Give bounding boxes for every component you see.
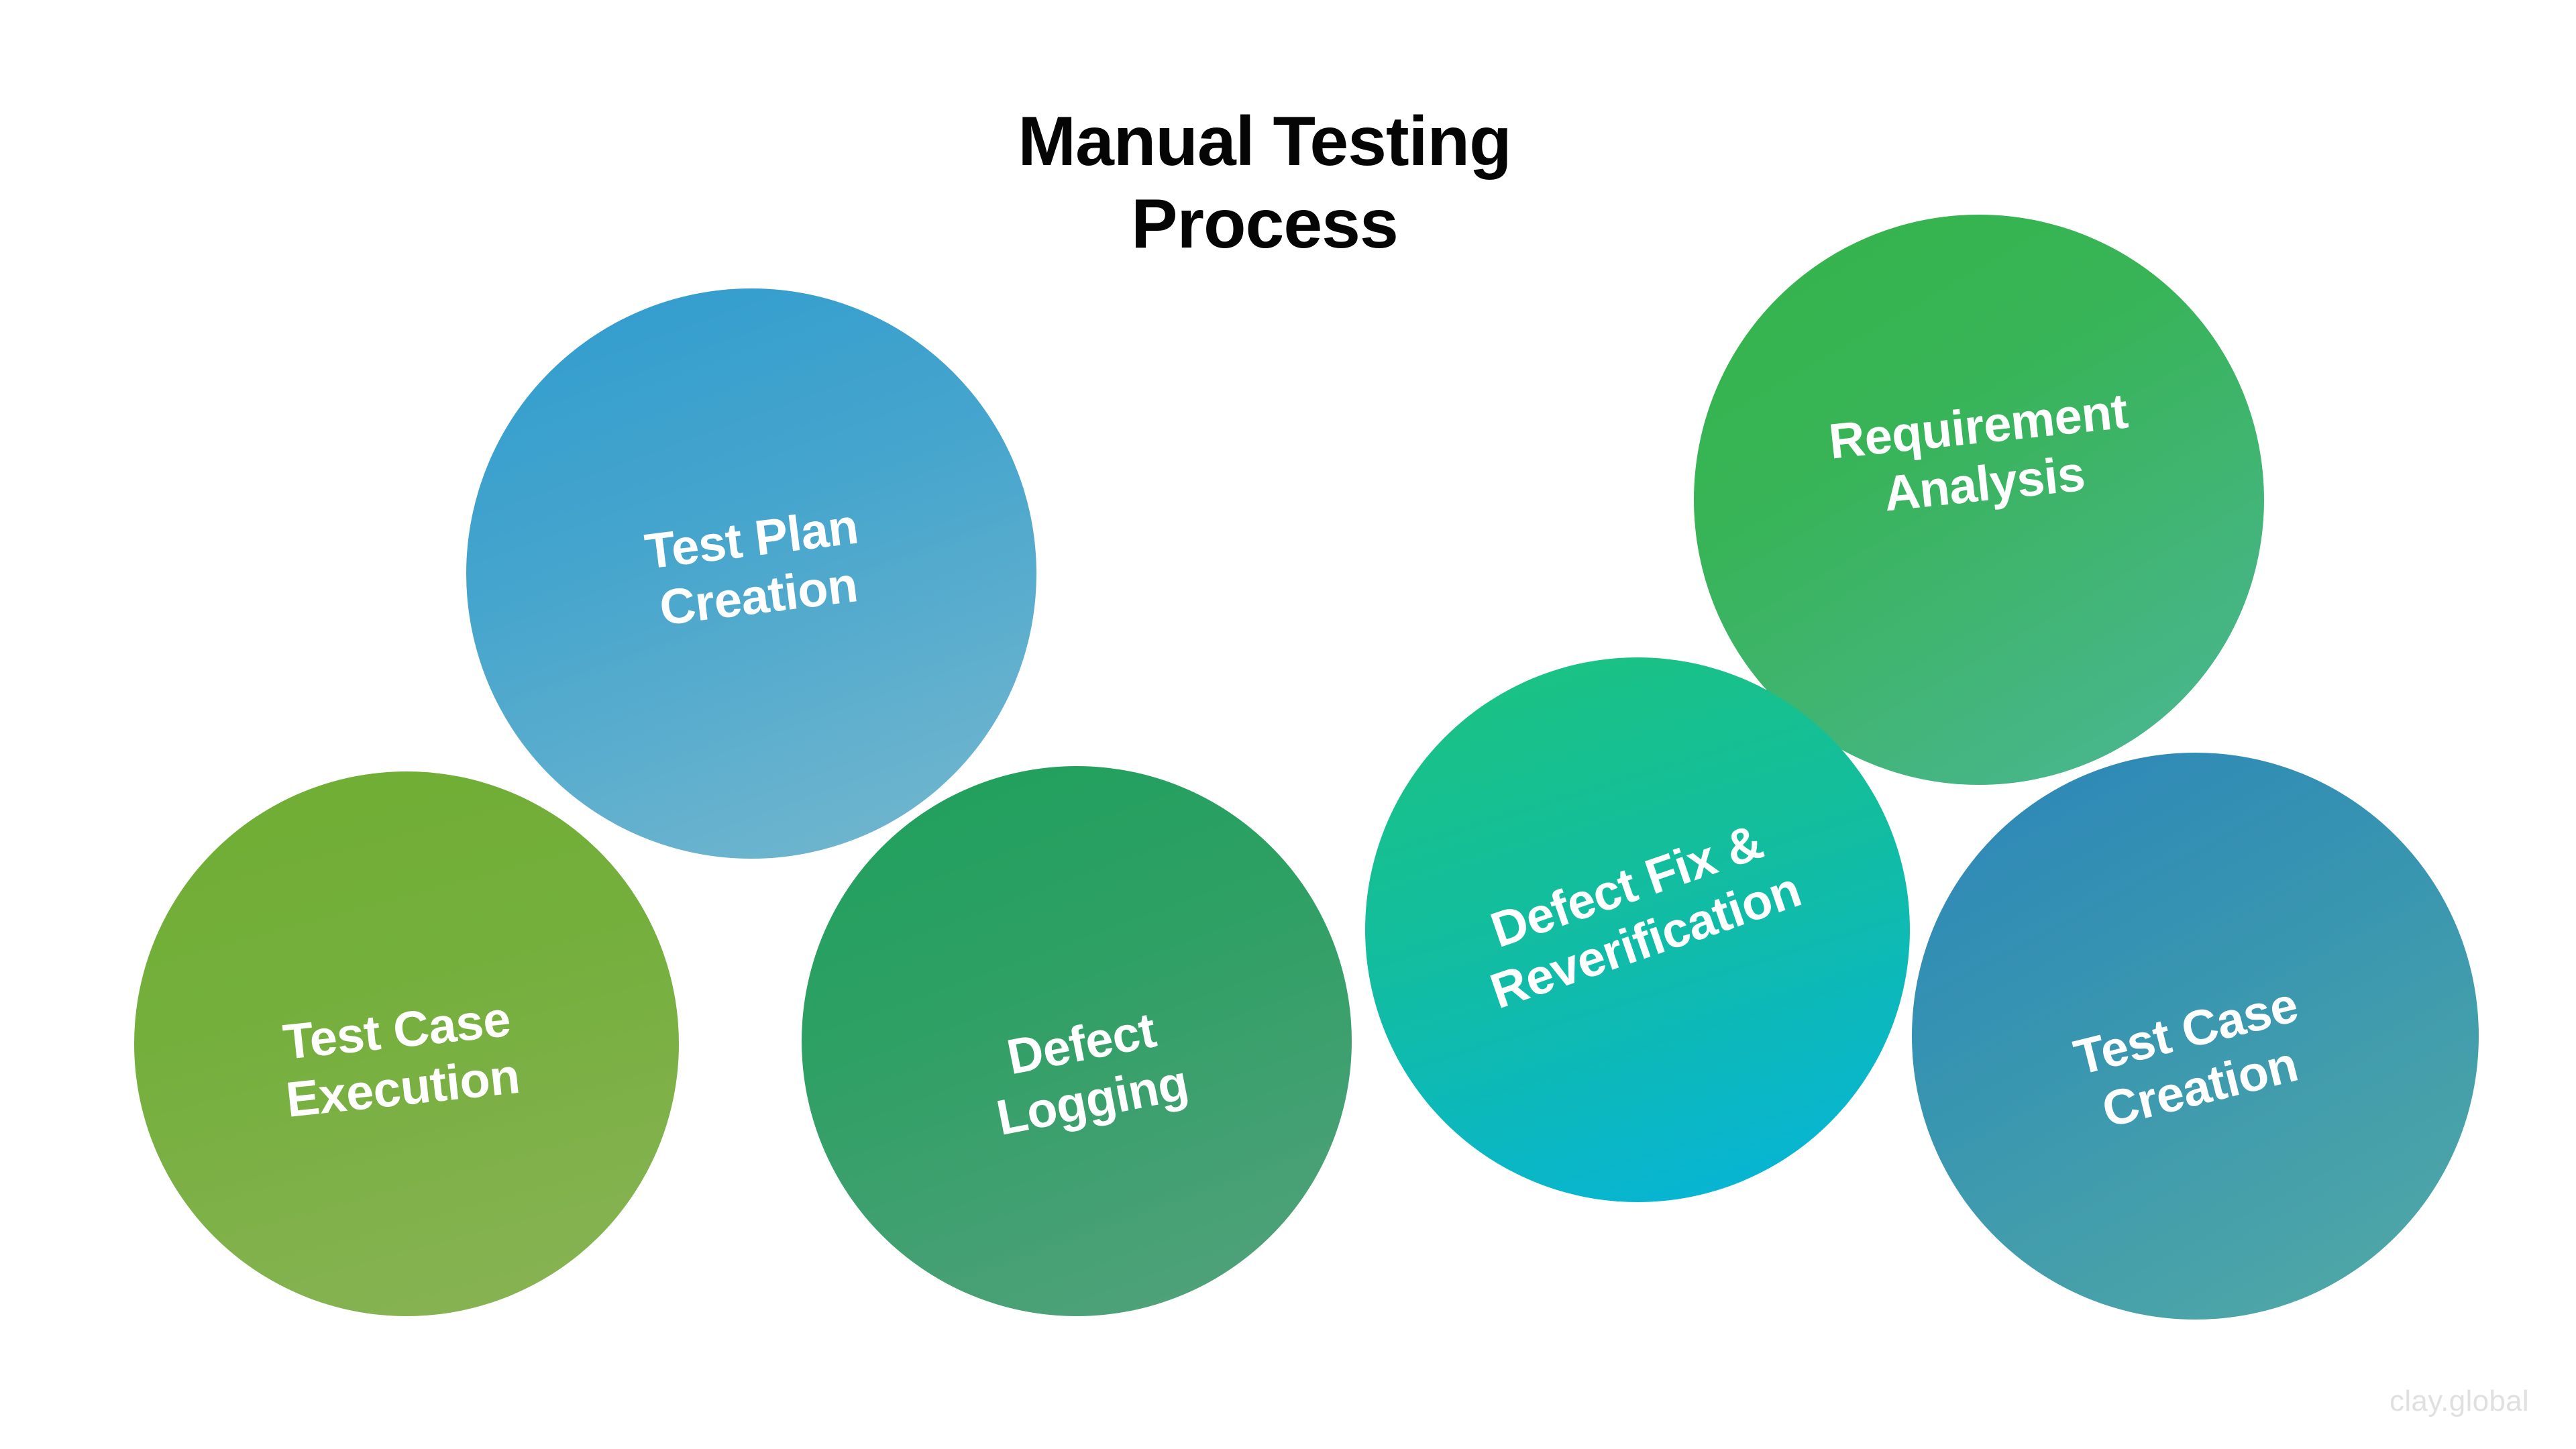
bubble-label-defect-fix-reverification: Defect Fix & Reverification [1483, 813, 1808, 1020]
bubble-label-test-plan-creation: Test Plan Creation [641, 498, 861, 636]
page-title-line-2: Process [1131, 184, 1399, 263]
watermark: clay.global [2390, 1385, 2529, 1417]
bubble-test-case-creation[interactable]: Test Case Creation [1912, 753, 2479, 1320]
bubble-defect-fix-reverification[interactable]: Defect Fix & Reverification [1365, 657, 1910, 1202]
bubble-label-requirement-analysis: Requirement Analysis [1825, 382, 2131, 522]
bubble-defect-logging[interactable]: Defect Logging [802, 766, 1352, 1316]
bubble-label-test-case-execution: Test Case Execution [280, 991, 523, 1128]
bubble-test-plan-creation[interactable]: Test Plan Creation [466, 288, 1036, 859]
bubble-test-case-execution[interactable]: Test Case Execution [134, 771, 679, 1316]
bubble-label-test-case-creation: Test Case Creation [2068, 976, 2303, 1138]
page-title-line-1: Manual Testing [1018, 103, 1511, 180]
bubble-label-defect-logging: Defect Logging [991, 1002, 1193, 1146]
page-title: Manual Testing Process [0, 101, 2576, 265]
bubble-requirement-analysis[interactable]: Requirement Analysis [1694, 215, 2264, 785]
